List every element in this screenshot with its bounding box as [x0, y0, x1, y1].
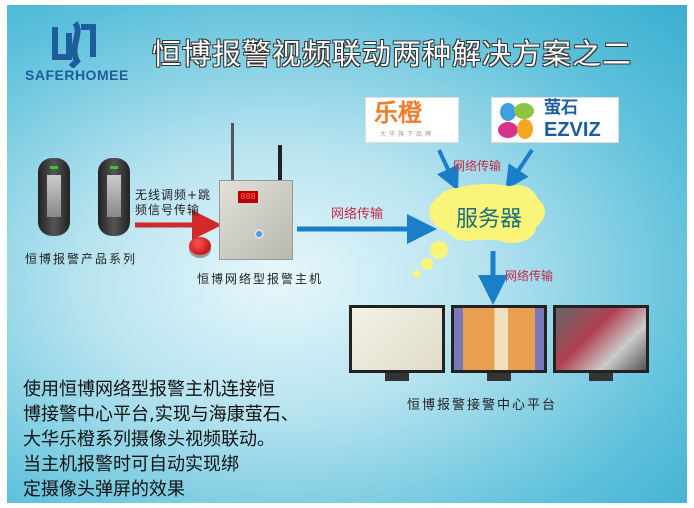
- brand-name: SAFERHOMEE: [25, 67, 129, 83]
- ezviz-en: ezviz: [544, 119, 601, 141]
- saferhomee-logo-icon: [52, 21, 96, 68]
- monitor-floorplan: [451, 305, 547, 381]
- description-line: 博接警中心平台,实现与海康萤石、: [23, 404, 299, 425]
- wireless-label-line: 无线调频+跳: [135, 188, 212, 202]
- server-label: 服务器: [456, 207, 523, 232]
- host-button-icon: [254, 229, 264, 239]
- lechange-logo: 乐橙 大华旗下品牌: [365, 97, 459, 143]
- wireless-label: 无线调频+跳 频信号传输: [135, 188, 211, 218]
- antenna-icon: [278, 145, 282, 185]
- host-display: 888: [238, 191, 258, 203]
- description-line: 定摄像头弹屏的效果: [23, 479, 185, 500]
- emergency-button-icon: [189, 237, 211, 255]
- wireless-label-line: 频信号传输: [135, 203, 201, 217]
- description-line: 使用恒博网络型报警主机连接恒: [23, 379, 275, 400]
- lechange-name: 乐橙: [374, 99, 422, 127]
- page-title: 恒博报警视频联动两种解决方案之二: [152, 37, 633, 71]
- platform-label: 恒博报警接警中心平台: [407, 398, 558, 413]
- arrow-lechange-server: [437, 149, 459, 191]
- alarm-host-panel: 888: [219, 180, 293, 260]
- monitor-map: [349, 305, 445, 381]
- diagram-canvas: SAFERHOMEE 恒博报警视频联动两种解决方案之二 乐橙 大华旗下品牌 萤石…: [7, 5, 687, 503]
- ezviz-cn: 萤石: [544, 98, 578, 118]
- arrow-ezviz-server: [505, 148, 534, 190]
- beam-sensor-2: [98, 158, 130, 236]
- ezviz-petal-icon: [498, 103, 534, 139]
- lechange-tagline: 大华旗下品牌: [380, 131, 435, 138]
- description-line: 大华乐橙系列摄像头视频联动。: [23, 429, 275, 450]
- link-label-platform: 网络传输: [505, 269, 554, 283]
- beam-sensor-1: [38, 158, 70, 236]
- link-label-host: 网络传输: [331, 207, 384, 222]
- sensors-label: 恒博报警产品系列: [25, 252, 138, 266]
- link-label-partners: 网络传输: [453, 159, 502, 173]
- cloud-icon: [413, 184, 545, 278]
- arrows-layer: [135, 148, 534, 305]
- monitor-camera: [553, 305, 649, 381]
- host-label: 恒博网络型报警主机: [197, 272, 324, 286]
- description-line: 当主机报警时可自动实现绑: [23, 454, 239, 475]
- antenna-icon: [231, 123, 234, 185]
- ezviz-logo: 萤石 ezviz: [491, 97, 619, 143]
